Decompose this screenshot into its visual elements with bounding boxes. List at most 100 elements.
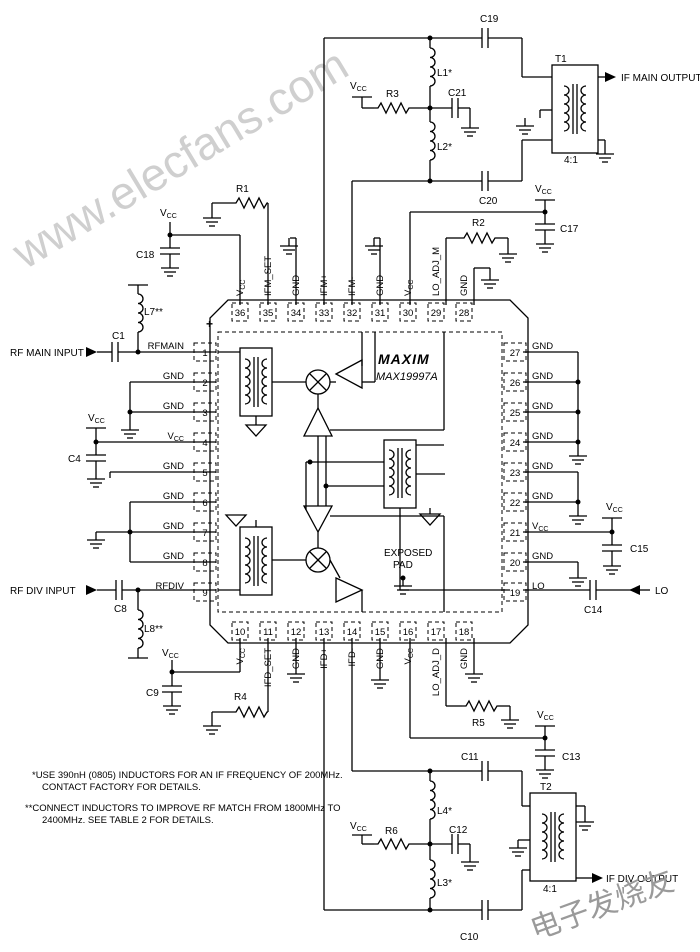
external-circuit: VCC C1 8 R1 C19 L1* L2* VCC — [10, 14, 700, 943]
l7-label: L7** — [144, 307, 163, 318]
watermark-text: www.elecfans.com — [3, 38, 357, 279]
r2-label: R2 — [472, 218, 485, 229]
c8-label: C8 — [114, 604, 127, 615]
pin-number: 33 — [319, 308, 330, 319]
c1-label: C1 — [112, 331, 125, 342]
svg-text:**CONNECT INDUCTORS TO IMPROVE: **CONNECT INDUCTORS TO IMPROVE RF MATCH … — [25, 803, 340, 814]
ic-package: + — [206, 299, 529, 644]
t2-label: T2 — [540, 782, 552, 793]
pin-label: GND — [532, 491, 553, 502]
pin-number: 6 — [202, 498, 207, 509]
pin-label: GND — [163, 461, 184, 472]
r1-label: R1 — [236, 184, 249, 195]
r4-label: R4 — [234, 692, 247, 703]
pin-number: 21 — [510, 528, 521, 539]
pin-number: 29 — [431, 308, 442, 319]
pin-number: 14 — [347, 627, 358, 638]
pin-number: 1 — [202, 348, 207, 359]
pin-number: 32 — [347, 308, 358, 319]
watermark-cn: 电子发烧友 — [526, 864, 678, 946]
lo-input-label: LO — [655, 586, 669, 597]
pin-label: LO_ADJ_M — [431, 247, 442, 296]
l3-label: L3* — [437, 878, 452, 889]
pin-number: 10 — [235, 627, 246, 638]
c4-label: C4 — [68, 454, 81, 465]
pin-label: GND — [459, 275, 470, 296]
pin-number: 36 — [235, 308, 246, 319]
pin-number: 16 — [403, 627, 414, 638]
pin-number: 8 — [202, 558, 207, 569]
l2-label: L2* — [437, 142, 452, 153]
pin-label: VCC — [532, 521, 548, 533]
pin-number: 34 — [291, 308, 302, 319]
pin-label: GND — [163, 491, 184, 502]
pin-label: GND — [532, 431, 553, 442]
pin-number: 35 — [263, 308, 274, 319]
pin-label: VCC — [403, 280, 415, 296]
t1-label: T1 — [555, 54, 567, 65]
c13-label: C13 — [562, 752, 581, 763]
svg-text:VCC: VCC — [350, 81, 367, 93]
pin-number: 13 — [319, 627, 330, 638]
pin-label: GND — [163, 551, 184, 562]
svg-text:VCC: VCC — [606, 502, 623, 514]
part-number: MAX19997A — [376, 371, 438, 383]
pin-number: 4 — [202, 438, 207, 449]
pin-number: 17 — [431, 627, 442, 638]
svg-text:CONTACT FACTORY FOR DETAILS.: CONTACT FACTORY FOR DETAILS. — [42, 782, 201, 793]
c11-label: C11 — [461, 752, 479, 763]
notes: *USE 390nH (0805) INDUCTORS FOR AN IF FR… — [25, 770, 343, 826]
l1-label: L1* — [437, 68, 452, 79]
pin-label: GND — [532, 371, 553, 382]
c12-label: C12 — [449, 825, 468, 836]
pin-number: 5 — [202, 468, 207, 479]
pin-number: 15 — [375, 627, 386, 638]
pin-number: 23 — [510, 468, 521, 479]
pin-label: GND — [532, 551, 553, 562]
internal-lo-path — [305, 332, 510, 612]
pin-number: 28 — [459, 308, 470, 319]
c15-label: C15 — [630, 544, 649, 555]
pin1-marker: + — [206, 317, 213, 331]
l8-label: L8** — [144, 624, 163, 635]
pin-label: GND — [163, 401, 184, 412]
pin-number: 12 — [291, 627, 302, 638]
rf-main-input-label: RF MAIN INPUT — [10, 348, 84, 359]
pin-label: VCC — [168, 431, 184, 443]
t2-ratio: 4:1 — [543, 884, 557, 895]
c17-label: C17 — [560, 224, 579, 235]
pin-number: 9 — [202, 588, 207, 599]
svg-text:VCC: VCC — [160, 208, 177, 220]
svg-text:2400MHz. SEE TABLE 2 FOR DETAI: 2400MHz. SEE TABLE 2 FOR DETAILS. — [42, 815, 214, 826]
pin-number: 11 — [263, 627, 273, 638]
pin-label: RFDIV — [156, 581, 185, 592]
pin-label: RFMAIN — [148, 341, 185, 352]
pin-label: GND — [163, 371, 184, 382]
pin-number: 24 — [510, 438, 521, 449]
t2-box — [529, 792, 577, 882]
r5-label: R5 — [472, 718, 485, 729]
pin-label: GND — [532, 461, 553, 472]
pin-number: 31 — [375, 308, 386, 319]
internal-main-path — [218, 332, 376, 462]
pin-label: LO — [532, 581, 545, 592]
pin-label: VCC — [403, 648, 415, 664]
pin-label: VCC — [235, 280, 247, 296]
pin-number: 25 — [510, 408, 521, 419]
pin-label: GND — [459, 648, 470, 669]
c20-label: C20 — [479, 196, 498, 207]
pin-number: 18 — [459, 627, 470, 638]
svg-text:VCC: VCC — [162, 648, 179, 660]
rf-div-input-label: RF DIV INPUT — [10, 586, 76, 597]
c9-label: C9 — [146, 688, 159, 699]
internal-div-path — [218, 462, 364, 612]
pin-number: 7 — [202, 528, 207, 539]
if-div-output-label: IF DIV OUTPUT — [606, 874, 678, 885]
c19-label: C19 — [480, 14, 499, 25]
brand-logo: MAXIM — [378, 351, 430, 367]
exposed-pad-label: EXPOSED — [384, 548, 432, 559]
svg-text:VCC: VCC — [88, 413, 105, 425]
if-main-output-label: IF MAIN OUTPUT — [621, 73, 700, 84]
pin-label: GND — [163, 521, 184, 532]
